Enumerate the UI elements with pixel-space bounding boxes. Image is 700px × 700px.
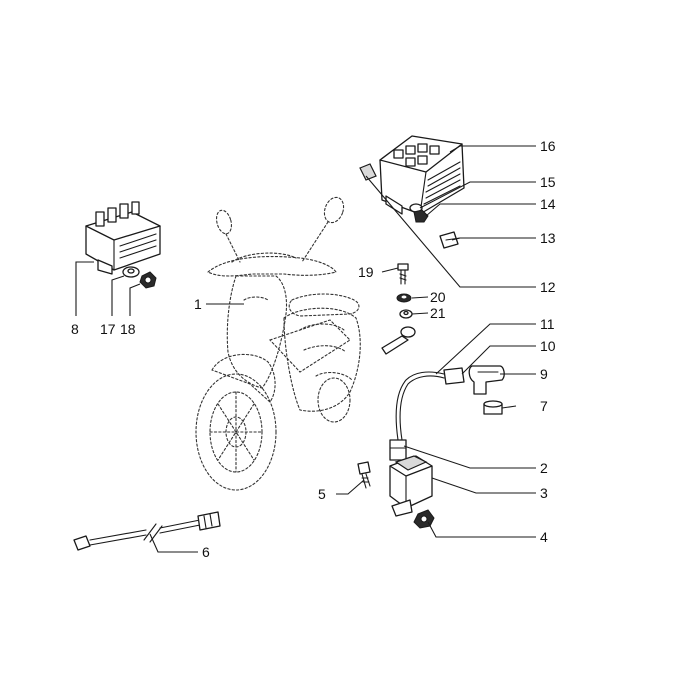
nut-14 <box>413 209 429 223</box>
callout-16: 16 <box>540 138 556 154</box>
callout-2: 2 <box>540 460 548 476</box>
callout-20: 20 <box>430 289 446 305</box>
leader-lines <box>75 145 536 553</box>
callout-13: 13 <box>540 230 556 246</box>
callout-15: 15 <box>540 174 556 190</box>
screw-5 <box>357 461 371 489</box>
coil-connector-2 <box>389 439 407 461</box>
callout-3: 3 <box>540 485 548 501</box>
callout-21: 21 <box>430 305 446 321</box>
callout-5: 5 <box>318 486 326 502</box>
spacer-12 <box>359 163 377 181</box>
screw-19 <box>397 263 409 285</box>
washer-21 <box>399 309 413 319</box>
ht-lead <box>395 371 445 441</box>
sleeve-10 <box>443 367 465 385</box>
callout-8: 8 <box>71 321 79 337</box>
callout-10: 10 <box>540 338 556 354</box>
callout-14: 14 <box>540 196 556 212</box>
cable-6 <box>73 511 221 551</box>
washer-20 <box>396 293 412 303</box>
callout-19: 19 <box>358 264 374 280</box>
screw-13 <box>439 231 461 249</box>
callout-9: 9 <box>540 366 548 382</box>
washer-17 <box>122 266 140 278</box>
ignition-coil-3 <box>389 455 433 517</box>
callout-12: 12 <box>540 279 556 295</box>
callout-4: 4 <box>540 529 548 545</box>
callout-6: 6 <box>202 544 210 560</box>
spark-plug-cap-9 <box>468 365 505 395</box>
nut-4 <box>413 509 435 529</box>
ground-terminal <box>381 326 416 355</box>
scooter-drawing <box>195 196 361 491</box>
callout-17: 17 <box>100 321 116 337</box>
callout-7: 7 <box>540 398 548 414</box>
nut-18 <box>139 271 157 289</box>
callout-1: 1 <box>194 296 202 312</box>
seal-7 <box>483 400 503 415</box>
cdi-unit-part <box>85 201 161 275</box>
callout-labels: 1 2 3 4 5 6 7 8 9 10 11 12 13 14 15 16 1… <box>71 138 556 560</box>
callout-11: 11 <box>540 316 555 332</box>
voltage-regulator-part <box>379 135 465 215</box>
callout-18: 18 <box>120 321 136 337</box>
